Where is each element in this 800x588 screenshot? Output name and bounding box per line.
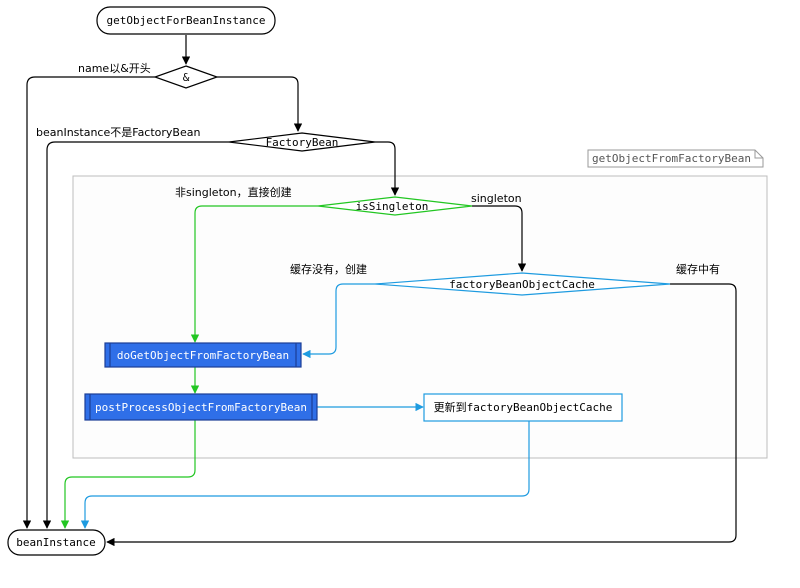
node-factorybean-label: FactoryBean	[266, 136, 339, 149]
edge-factorybean-to-end	[42, 141, 229, 529]
node-doget-label: doGetObjectFromFactoryBean	[117, 349, 289, 362]
edge-cache-to-doget	[302, 283, 375, 359]
edge-issingleton-to-cache	[472, 205, 527, 272]
node-issingleton-decision: isSingleton	[317, 196, 473, 216]
node-postprocess-process: postProcessObjectFromFactoryBean	[84, 393, 318, 421]
label-not-factorybean: beanInstance不是FactoryBean	[36, 126, 200, 139]
node-update-cache: 更新到factoryBeanObjectCache	[423, 393, 623, 422]
label-cache-miss: 缓存没有，创建	[290, 262, 367, 276]
node-end: beanInstance	[7, 529, 106, 556]
node-postprocess-label: postProcessObjectFromFactoryBean	[95, 401, 307, 414]
node-amp-decision: &	[153, 65, 219, 89]
node-doget-process: doGetObjectFromFactoryBean	[104, 342, 302, 368]
node-start: getObjectForBeanInstance	[96, 6, 276, 35]
node-update-cache-label: 更新到factoryBeanObjectCache	[434, 400, 613, 414]
node-issingleton-label: isSingleton	[356, 200, 429, 213]
group-label: getObjectFromFactoryBean	[592, 152, 751, 165]
edge-cache-to-end	[106, 283, 737, 547]
edge-issingleton-to-doget	[190, 205, 318, 343]
node-start-label: getObjectForBeanInstance	[107, 14, 266, 27]
group-label-note: getObjectFromFactoryBean	[587, 149, 764, 168]
label-name-amp: name以&开头	[78, 62, 151, 75]
node-amp-label: &	[183, 71, 190, 84]
label-singleton: singleton	[471, 192, 522, 205]
edge-factorybean-to-issingleton	[375, 141, 400, 196]
node-cache-label: factoryBeanObjectCache	[449, 278, 595, 291]
node-end-label: beanInstance	[16, 536, 95, 549]
edge-amp-to-end	[22, 76, 155, 529]
edge-update-to-end	[80, 421, 530, 529]
label-non-singleton: 非singleton，直接创建	[175, 185, 292, 199]
label-cache-hit: 缓存中有	[676, 262, 720, 276]
node-cache-decision: factoryBeanObjectCache	[374, 272, 671, 296]
edge-amp-to-factorybean	[217, 76, 303, 132]
edge-postprocess-to-end	[60, 420, 196, 529]
node-factorybean-decision: FactoryBean	[228, 132, 376, 152]
